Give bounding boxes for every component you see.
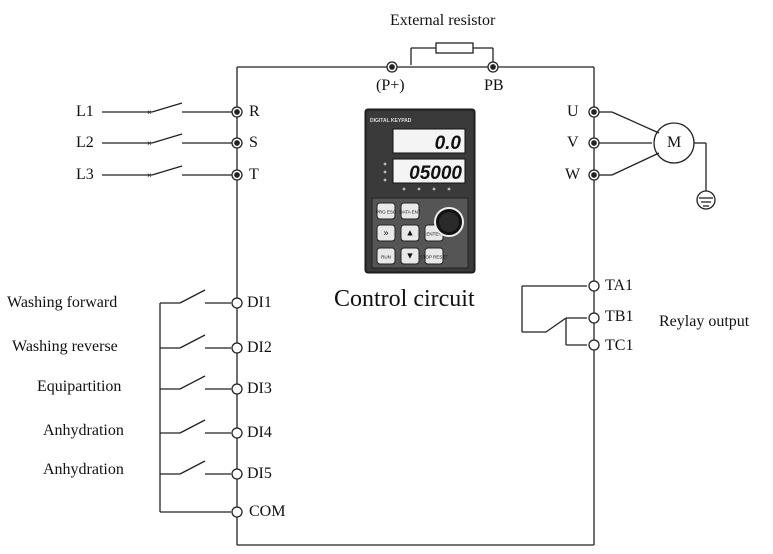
di1-function-label: Washing forward <box>7 294 118 311</box>
terminal-di2-label: DI2 <box>247 339 272 356</box>
terminal-di3-label: DI3 <box>247 380 272 397</box>
keypad-led-row <box>383 162 451 191</box>
terminal-s-label: S <box>249 134 258 151</box>
di-switches <box>159 289 231 513</box>
data-ent-button <box>400 202 420 220</box>
up-label: ▲ <box>406 228 415 238</box>
line-x-marks: × × × <box>147 108 152 180</box>
terminal-tb1-label: TB1 <box>605 308 634 325</box>
ground-icon <box>696 190 716 210</box>
line-l1-label: L1 <box>76 103 94 120</box>
terminal-com-label: COM <box>249 503 286 520</box>
line-l3-label: L3 <box>76 166 94 183</box>
terminal-di1-label: DI1 <box>247 294 272 311</box>
up-button <box>400 224 420 242</box>
terminal-v-label: V <box>567 134 579 151</box>
external-resistor <box>410 42 494 65</box>
di5-function-label: Anhydration <box>43 461 124 478</box>
terminal-u-label: U <box>567 103 579 120</box>
stop-reset-label: STOP RESET <box>420 255 449 260</box>
line-l2-label: L2 <box>76 134 94 151</box>
enter-label: ENTER <box>426 232 442 237</box>
shift-label: » <box>383 228 388 238</box>
keypad-brand: DIGITAL KEYPAD <box>370 118 412 124</box>
terminal-ta1-label: TA1 <box>605 277 634 294</box>
terminal-com <box>231 506 243 518</box>
stop-reset-button <box>424 247 444 265</box>
terminal-w-label: W <box>565 166 581 183</box>
shift-button <box>376 224 396 242</box>
display-top-value: 0.0 <box>435 133 462 154</box>
switch-l2 <box>102 133 232 144</box>
prg-esc-label: PRG ESC <box>376 210 397 215</box>
svg-text:×: × <box>147 171 152 180</box>
terminals <box>231 61 600 518</box>
motor-wiring <box>599 111 707 191</box>
run-label: RUN <box>381 255 391 260</box>
down-label: ▼ <box>406 251 415 261</box>
terminal-tb1 <box>588 312 600 324</box>
data-ent-label: DATA ENT <box>399 210 421 215</box>
svg-text:×: × <box>147 139 152 148</box>
relay-output <box>521 285 587 346</box>
prg-esc-button <box>376 202 396 220</box>
terminal-t-label: T <box>249 166 259 183</box>
keypad-display-main <box>392 158 466 184</box>
switch-l1 <box>102 102 232 113</box>
terminal-tc1-label: TC1 <box>605 337 634 354</box>
terminal-di1 <box>231 297 243 309</box>
terminal-di2 <box>231 342 243 354</box>
terminal-tc1 <box>588 339 600 351</box>
terminal-di5 <box>231 468 243 480</box>
di4-function-label: Anhydration <box>43 422 124 439</box>
motor-label: M <box>667 134 682 151</box>
resistor-title: External resistor <box>390 12 496 29</box>
terminal-di5-label: DI5 <box>247 465 272 482</box>
terminal-di4 <box>231 427 243 439</box>
control-circuit-label: Control circuit <box>334 286 475 312</box>
di3-function-label: Equipartition <box>37 378 122 395</box>
terminal-pb-label: PB <box>484 77 504 94</box>
keypad-display-top <box>392 128 466 154</box>
terminal-p-plus-label: (P+) <box>376 77 405 94</box>
switch-l3 <box>102 165 232 176</box>
relay-output-label: Reylay output <box>659 313 750 330</box>
run-button <box>376 247 396 265</box>
terminal-ta1 <box>588 280 600 292</box>
terminal-r-label: R <box>249 103 260 120</box>
display-main-value: 05000 <box>409 163 462 184</box>
svg-text:×: × <box>147 108 152 117</box>
di2-function-label: Washing reverse <box>12 338 118 355</box>
down-button <box>400 247 420 265</box>
terminal-di4-label: DI4 <box>247 424 272 441</box>
terminal-di3 <box>231 383 243 395</box>
